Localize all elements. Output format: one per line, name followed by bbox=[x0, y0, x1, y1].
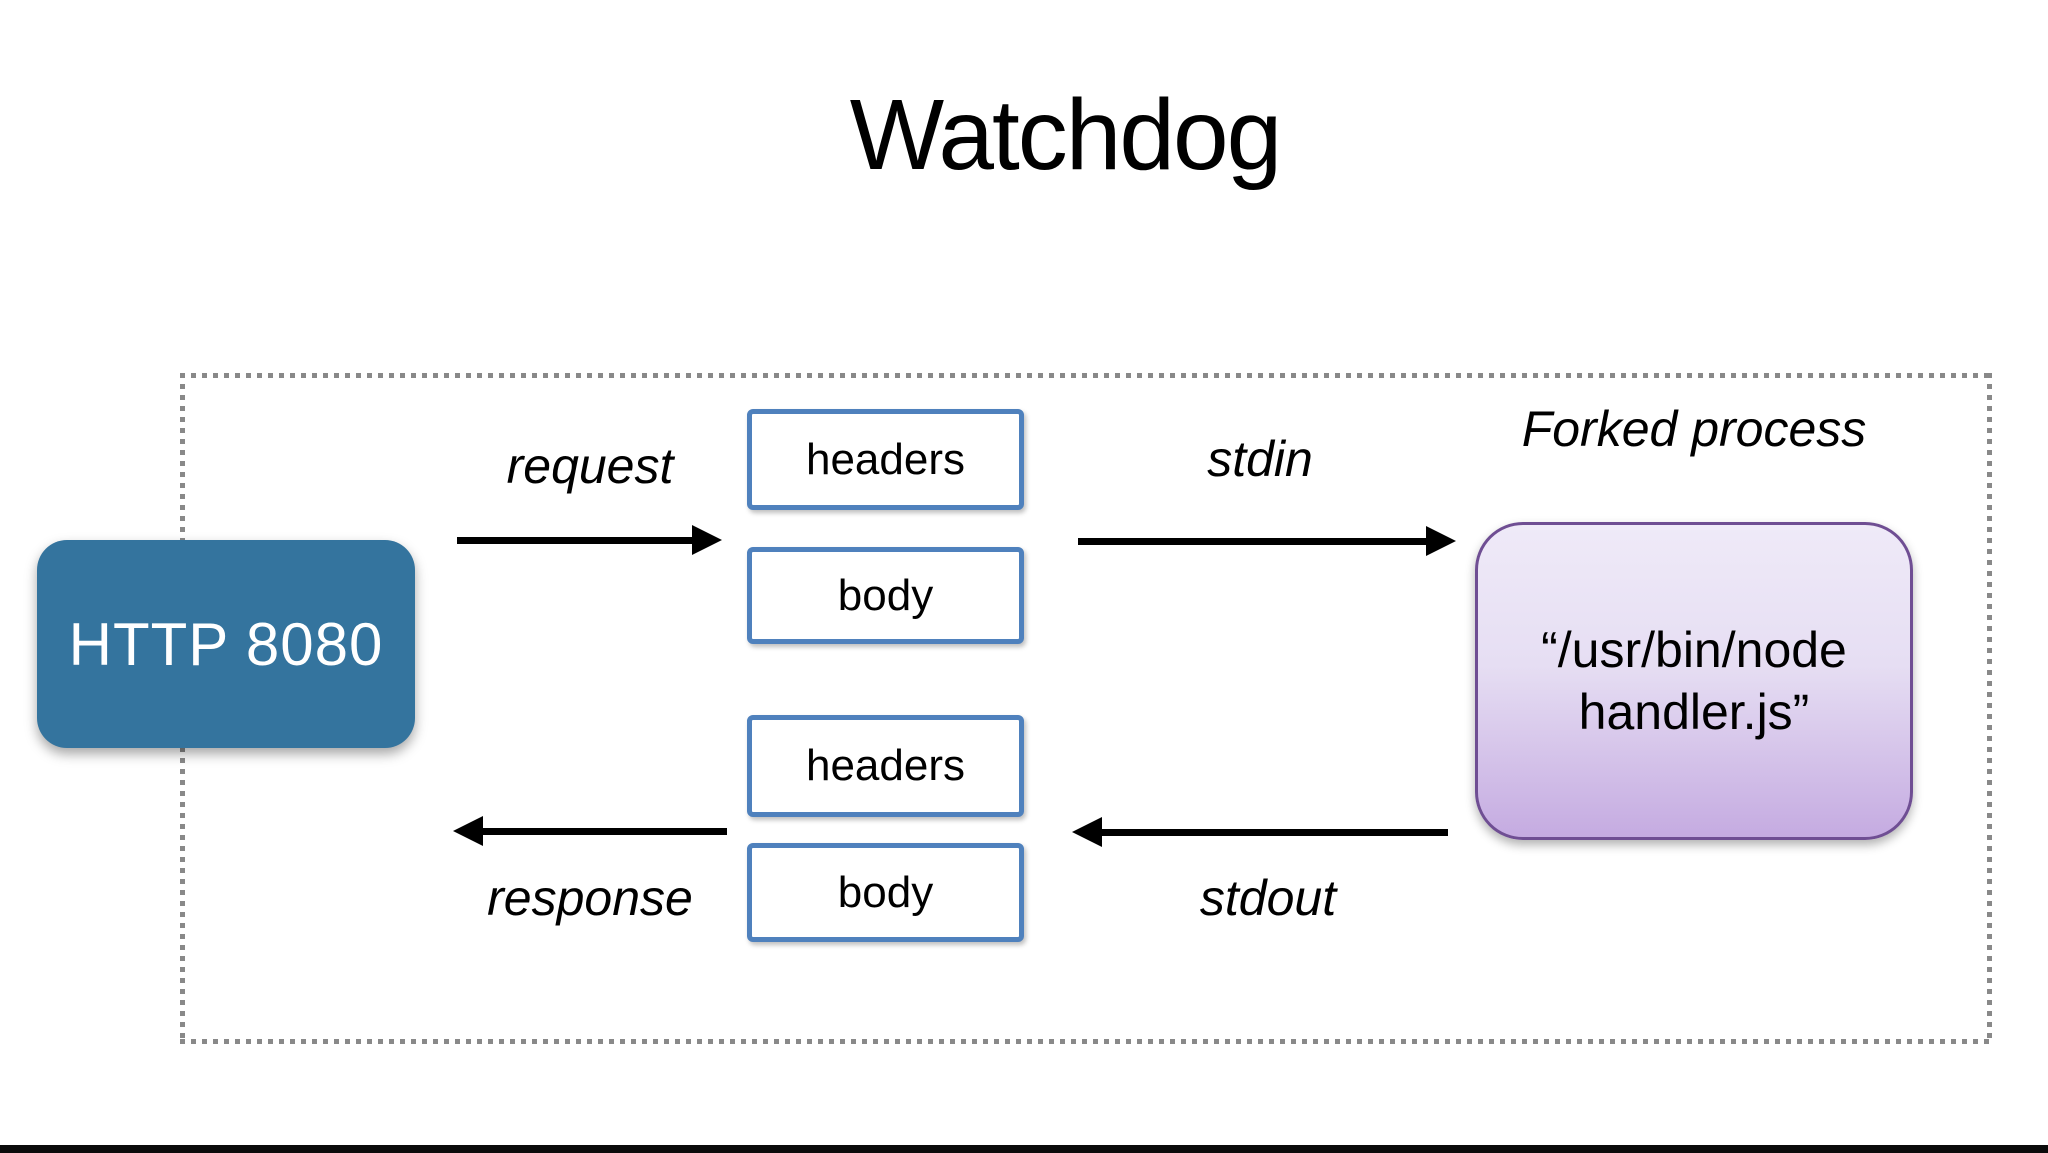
slide-title: Watchdog bbox=[849, 79, 1283, 191]
stdin-arrowhead-icon bbox=[1426, 526, 1456, 556]
stdin-arrow-label: stdin bbox=[1207, 431, 1313, 487]
slide-footer-bar bbox=[0, 1145, 2048, 1153]
process-command-line-1: “/usr/bin/node bbox=[1541, 622, 1847, 678]
response-body-label: body bbox=[837, 867, 934, 917]
stdout-arrowhead-icon bbox=[1072, 817, 1102, 847]
forked-process-node: “/usr/bin/node handler.js” bbox=[1475, 522, 1913, 840]
process-command-line-2: handler.js” bbox=[1578, 684, 1810, 740]
response-body-box: body bbox=[747, 843, 1024, 942]
response-arrowhead-icon bbox=[453, 816, 483, 846]
forked-process-caption: Forked process bbox=[1521, 401, 1867, 457]
http-server-label: HTTP 8080 bbox=[68, 610, 384, 678]
request-body-label: body bbox=[837, 570, 934, 620]
stdout-arrow-label: stdout bbox=[1199, 870, 1337, 926]
request-arrow-line bbox=[457, 537, 695, 544]
http-server-node: HTTP 8080 bbox=[37, 540, 415, 748]
response-arrow-line bbox=[481, 828, 727, 835]
response-headers-box: headers bbox=[747, 715, 1024, 817]
stdout-arrow-line bbox=[1100, 829, 1448, 836]
boundary-bottom-edge bbox=[180, 1039, 1992, 1044]
response-arrow-label: response bbox=[487, 870, 693, 926]
request-arrowhead-icon bbox=[692, 525, 722, 555]
response-headers-label: headers bbox=[805, 741, 965, 790]
request-arrow-label: request bbox=[506, 438, 674, 494]
boundary-right-edge bbox=[1987, 373, 1992, 1044]
request-body-box: body bbox=[747, 547, 1024, 644]
request-headers-label: headers bbox=[805, 434, 965, 484]
stdin-arrow-line bbox=[1078, 538, 1428, 545]
request-headers-box: headers bbox=[747, 409, 1024, 510]
boundary-top-edge bbox=[180, 373, 1992, 378]
